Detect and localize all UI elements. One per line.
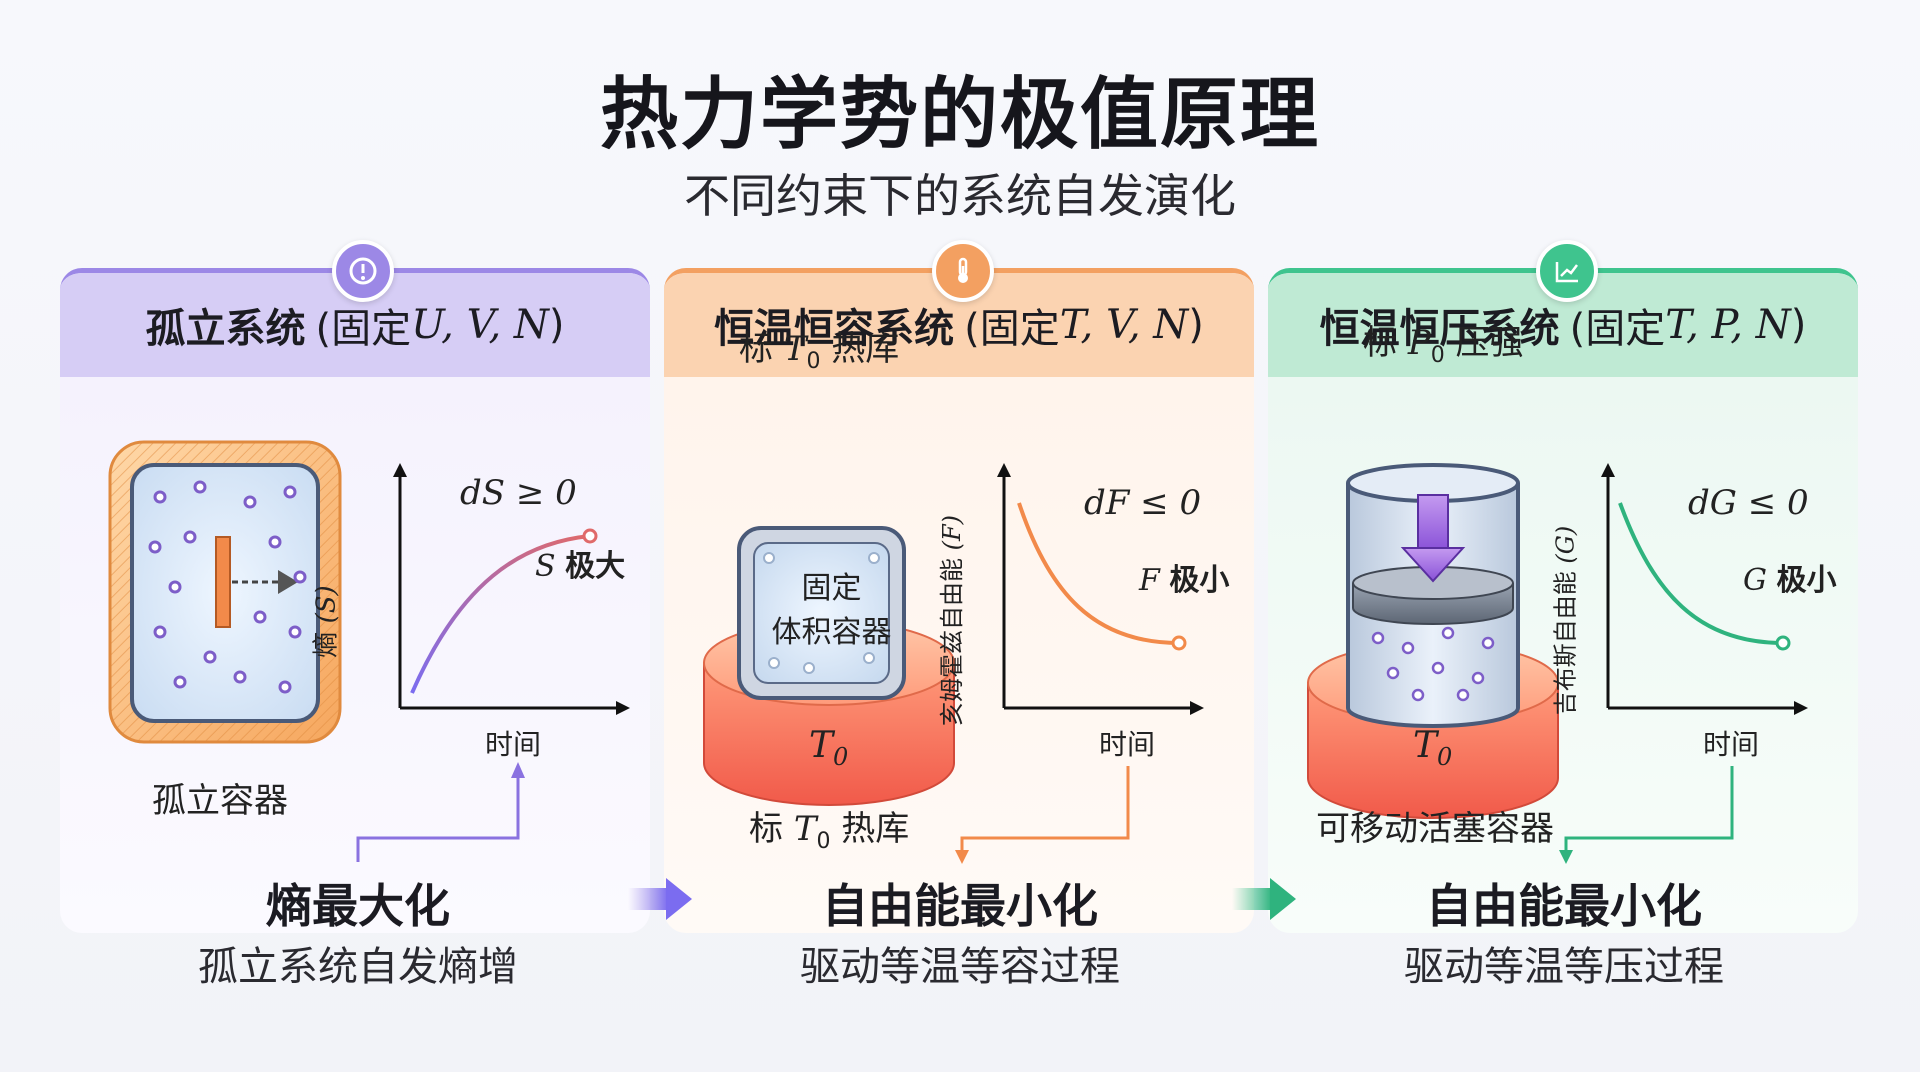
helmholtz-min-point	[1171, 635, 1187, 651]
gibbs-curve	[1618, 502, 1784, 645]
gibbs-condition: dG ≤ 0	[1688, 483, 1809, 523]
result-subtitle-entropy: 孤立系统自发熵增	[198, 944, 518, 990]
helmholtz-endpoint-label: F 极小	[1139, 563, 1230, 598]
helmholtz-y-label: 亥姆霍兹自由能 (F)	[938, 514, 967, 727]
reservoir-top-label: 标 T0 热库	[739, 329, 900, 374]
entropy-condition: dS ≥ 0	[460, 473, 577, 513]
gibbs-y-label: 吉布斯自由能 (G)	[1551, 525, 1580, 716]
panel-isothermal-isobaric-system: 恒温恒压系统 (固定 T, P, N )	[1268, 268, 1858, 933]
entropy-curve	[410, 534, 591, 694]
result-title-helmholtz: 自由能最小化	[822, 879, 1098, 933]
heat-reservoir-illustration	[703, 526, 955, 806]
trend-chart-icon	[1536, 240, 1598, 302]
panel-body: 标 P0 压强 T0 可移动活塞容器 dG ≤ 0 G 极小 吉布斯自由能 (G…	[1268, 323, 1858, 933]
panel-body: 标 T0 热库 固定体积容器 T0 标 T0 热库 dF ≤ 0 F 极小 亥姆…	[664, 329, 1254, 933]
constraint-suffix: )	[1790, 302, 1807, 348]
piston-container-illustration	[1307, 463, 1559, 819]
partition	[215, 536, 231, 628]
entropy-endpoint-label: S 极大	[535, 549, 626, 584]
panel-title: 恒温恒压系统	[1319, 306, 1560, 352]
reservoir-bottom-label: 标 T0 热库	[749, 809, 910, 854]
entropy-max-point	[582, 528, 598, 544]
page-title: 热力学势的极值原理	[599, 70, 1320, 160]
gas-particles	[148, 480, 307, 694]
panel-isolated-system: 孤立系统 (固定 U, V, N )	[60, 268, 650, 933]
entropy-y-label: 熵 (S)	[311, 585, 342, 658]
gas-particles	[1371, 626, 1495, 702]
panel-isothermal-isochoric-system: 恒温恒容系统 (固定 T, V, N )	[664, 268, 1254, 933]
entropy-graph	[393, 463, 630, 715]
page-subtitle: 不同约束下的系统自发演化	[684, 169, 1236, 223]
panel-header: 恒温恒容系统 (固定 T, V, N )	[664, 273, 1254, 377]
constraint-prefix: (固定	[315, 306, 412, 352]
result-subtitle-helmholtz: 驱动等温等容过程	[800, 944, 1120, 990]
result-subtitle-gibbs: 驱动等温等压过程	[1404, 944, 1724, 990]
reservoir-temperature: T0	[809, 725, 849, 772]
panel-title: 恒温恒容系统	[714, 306, 955, 352]
helmholtz-curve	[1017, 502, 1180, 645]
x-axis-label: 时间	[485, 728, 542, 761]
helmholtz-graph	[997, 463, 1204, 715]
constraint-prefix: (固定	[1569, 306, 1666, 352]
constraint-suffix: )	[1188, 302, 1204, 348]
gibbs-graph	[1601, 463, 1808, 715]
isolated-container-illustration	[108, 440, 342, 744]
result-title-gibbs: 自由能最小化	[1426, 879, 1702, 933]
container-label: 可移动活塞容器	[1316, 809, 1554, 849]
constraint-vars: U, V, N	[411, 302, 549, 348]
exclamation-icon	[332, 240, 394, 302]
constraint-vars: T, V, N	[1059, 302, 1189, 348]
panel-title: 孤立系统	[145, 306, 306, 352]
constraint-suffix: )	[548, 302, 565, 348]
container-label: 孤立容器	[152, 781, 288, 821]
gibbs-min-point	[1775, 635, 1791, 651]
helmholtz-condition: dF ≤ 0	[1084, 483, 1202, 523]
reservoir-temperature: T0	[1413, 725, 1453, 772]
pressure-label: 标 P0 压强	[1363, 323, 1524, 368]
constraint-vars: T, P, N	[1665, 302, 1791, 348]
panel-body: dS ≥ 0 S 极大 熵 (S) 时间 孤立容器	[60, 377, 650, 933]
result-title-entropy: 熵最大化	[266, 879, 450, 933]
constraint-prefix: (固定	[964, 306, 1060, 352]
x-axis-label: 时间	[1703, 728, 1760, 761]
arrow-down-icon	[1400, 547, 1466, 583]
thermometer-icon	[932, 240, 994, 302]
gibbs-endpoint-label: G 极小	[1743, 563, 1837, 598]
arrow-right-icon	[278, 570, 298, 594]
box-label: 固定体积容器	[771, 571, 892, 650]
x-axis-label: 时间	[1099, 728, 1156, 761]
